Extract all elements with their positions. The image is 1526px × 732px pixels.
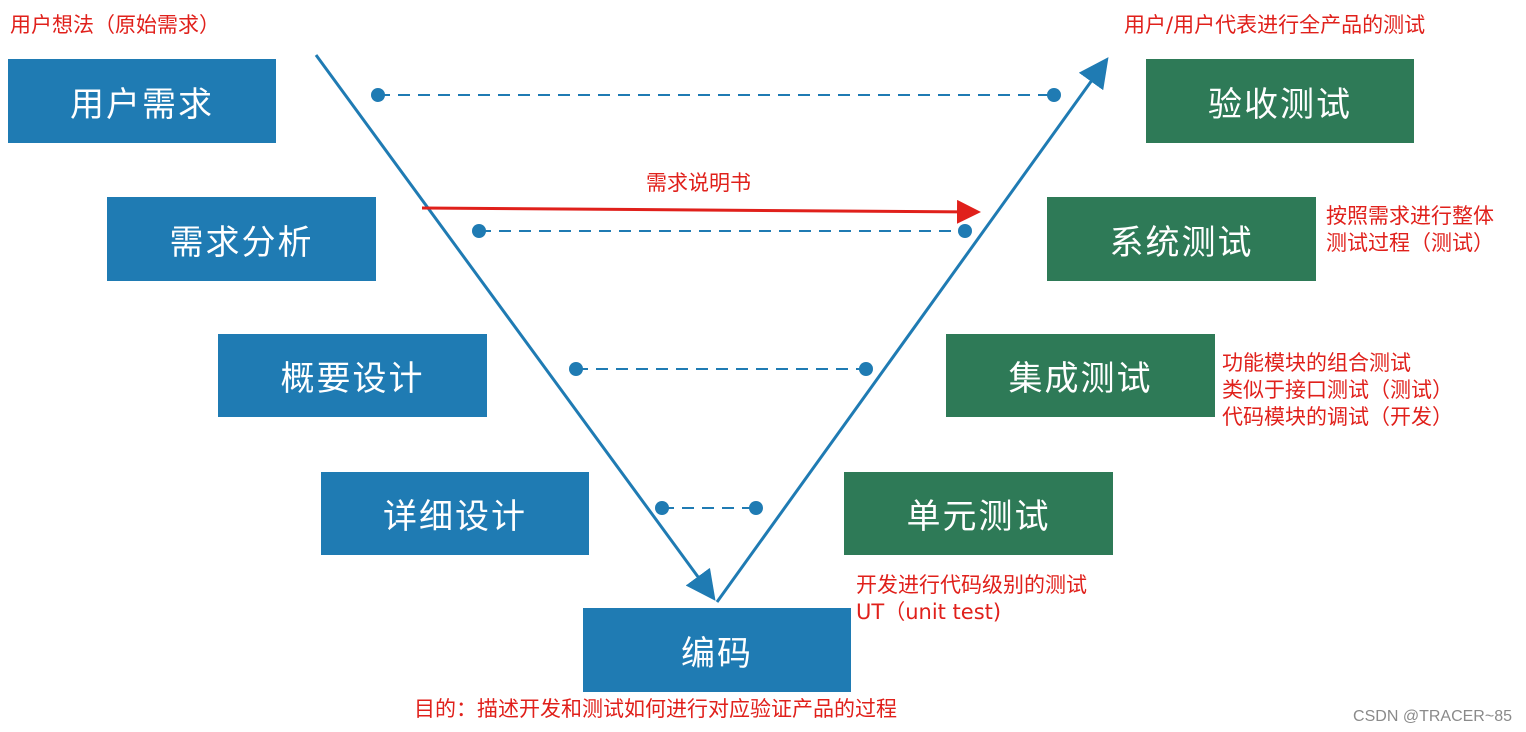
box-unit-test: 单元测试: [844, 472, 1113, 555]
box-requirements-analysis: 需求分析: [107, 197, 376, 281]
annotation-acceptance: 用户/用户代表进行全产品的测试: [1124, 13, 1426, 37]
annotation-line: 类似于接口测试（测试）: [1222, 378, 1453, 402]
annotation-integration-test: 功能模块的组合测试 类似于接口测试（测试） 代码模块的调试（开发）: [1222, 350, 1453, 431]
box-high-level-design: 概要设计: [218, 334, 487, 417]
box-integration-test: 集成测试: [946, 334, 1215, 417]
box-system-test: 系统测试: [1047, 197, 1316, 281]
box-label: 详细设计: [383, 497, 527, 537]
box-label: 单元测试: [906, 497, 1051, 537]
box-label: 用户需求: [70, 84, 214, 125]
box-acceptance-test: 验收测试: [1146, 59, 1414, 143]
down-arrow: [314, 54, 716, 601]
annotation-line: 功能模块的组合测试: [1222, 351, 1411, 375]
box-user-requirements: 用户需求: [8, 59, 276, 143]
annotation-spec: 需求说明书: [646, 171, 751, 195]
annotation-line: 按照需求进行整体: [1326, 204, 1494, 228]
annotation-line: UT（unit test): [856, 600, 1002, 624]
box-detailed-design: 详细设计: [321, 472, 589, 555]
box-label: 概要设计: [280, 359, 425, 399]
box-label: 需求分析: [169, 222, 314, 263]
box-coding: 编码: [583, 608, 851, 692]
up-arrow: [715, 57, 1109, 603]
box-label: 验收测试: [1208, 84, 1352, 125]
dashed-link-system: [472, 224, 972, 238]
dashed-link-integration: [569, 362, 873, 376]
box-label: 集成测试: [1008, 359, 1153, 399]
spec-arrow: [421, 199, 981, 224]
watermark-credit: CSDN @TRACER~85: [1353, 708, 1512, 725]
box-label: 编码: [681, 633, 753, 674]
annotation-user-idea: 用户想法（原始需求）: [10, 13, 220, 37]
annotation-line: 代码模块的调试（开发）: [1222, 405, 1453, 429]
annotation-purpose: 目的：描述开发和测试如何进行对应验证产品的过程: [414, 697, 897, 721]
dashed-link-acceptance: [371, 88, 1061, 102]
annotation-system-test: 按照需求进行整体 测试过程（测试）: [1326, 203, 1494, 257]
dashed-link-unit: [655, 501, 763, 515]
box-label: 系统测试: [1109, 222, 1254, 263]
annotation-line: 开发进行代码级别的测试: [856, 573, 1087, 597]
annotation-line: 测试过程（测试）: [1326, 231, 1494, 255]
annotation-unit-test: 开发进行代码级别的测试 UT（unit test): [856, 572, 1087, 626]
